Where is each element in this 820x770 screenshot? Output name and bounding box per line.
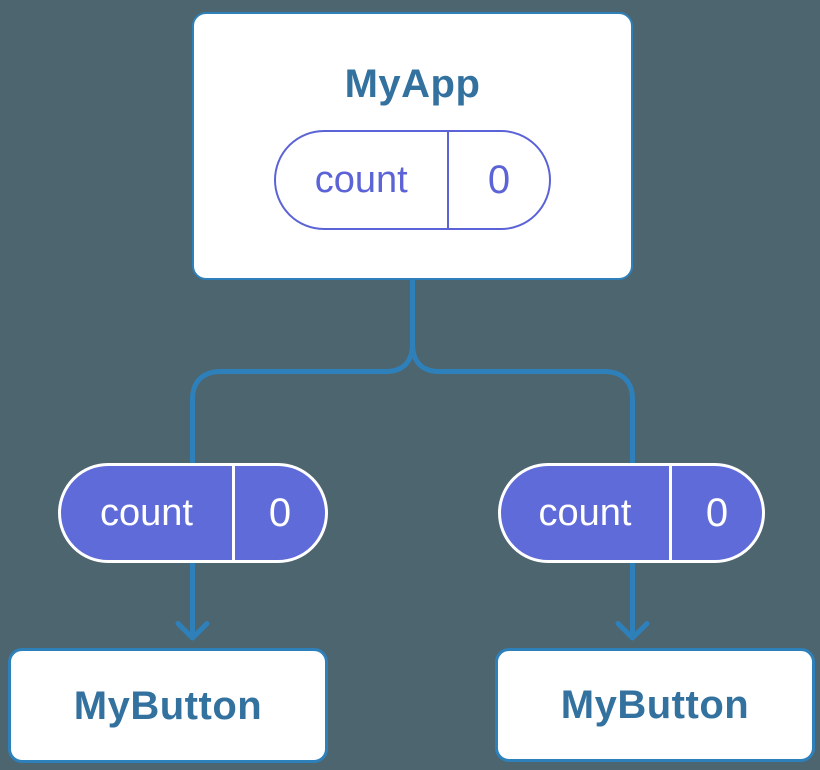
node-myapp: MyApp count 0: [192, 12, 633, 280]
state-pill-right-child: count 0: [498, 463, 765, 563]
state-value-label: 0: [487, 157, 511, 202]
myapp-title: MyApp: [344, 62, 481, 106]
state-pill-divider: [669, 466, 672, 560]
state-value-label: 0: [705, 490, 729, 535]
state-pill-left-child: count 0: [58, 463, 328, 563]
state-key-label: count: [314, 158, 408, 201]
state-pill-divider: [446, 132, 449, 228]
node-mybutton-left: MyButton: [8, 648, 328, 763]
right-arrowhead-icon: [615, 621, 650, 641]
node-mybutton-right: MyButton: [495, 648, 815, 762]
state-value-label: 0: [268, 490, 292, 535]
right-branch-line: [410, 343, 635, 464]
state-pill-divider: [232, 466, 235, 560]
state-key-label: count: [538, 491, 632, 534]
mybutton-title: MyButton: [560, 683, 750, 727]
mybutton-title: MyButton: [73, 683, 263, 728]
left-arrowhead-icon: [175, 621, 210, 641]
left-branch-line: [190, 343, 415, 464]
myapp-state-pill: count 0: [274, 130, 551, 230]
state-key-label: count: [100, 491, 193, 534]
